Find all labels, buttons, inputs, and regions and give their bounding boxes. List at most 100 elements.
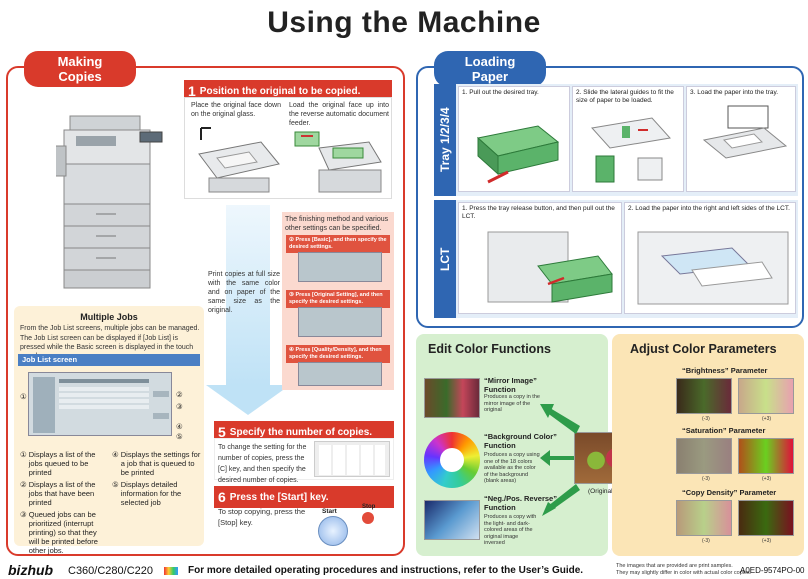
substep-basic: ② Press [Basic], and then specify the de… <box>286 235 390 253</box>
start-key-icon <box>318 516 348 546</box>
quality-density-screen-illustration <box>298 362 382 386</box>
making-copies-tab: Making Copies <box>24 51 136 87</box>
tray-step-1-text: 1. Pull out the desired tray. <box>462 89 539 96</box>
tray-label: Tray 1/2/3/4 <box>434 84 456 196</box>
lct-load-paper-illustration <box>637 231 789 305</box>
load-paper-tray-illustration <box>702 105 788 159</box>
lct-label: LCT <box>434 200 456 318</box>
job-list-row <box>59 405 149 409</box>
callout-1: ① <box>20 392 27 401</box>
stop-key-icon <box>362 512 374 524</box>
step-1-header: 1 Position the original to be copied. <box>184 80 392 102</box>
job-list-screen-illustration <box>28 372 172 436</box>
legend-text: Displays the settings for a job that is … <box>120 450 201 477</box>
page-title: Using the Machine <box>267 6 541 39</box>
flow-arrow-head <box>206 385 290 415</box>
step-6-header: 6 Press the [Start] key. <box>214 486 394 508</box>
tray-step-3-text: 3. Load the paper into the tray. <box>690 89 779 96</box>
color-wheel-center <box>440 448 464 472</box>
saturation-plus-sample <box>738 438 794 474</box>
callout-2: ② <box>176 390 183 399</box>
job-list-row <box>59 393 149 397</box>
multiple-jobs-title: Multiple Jobs <box>80 312 138 322</box>
copy-density-minus-sample <box>676 500 732 536</box>
brightness-minus-sample <box>676 378 732 414</box>
callout-5: ⑤ <box>176 432 183 441</box>
copy-density-minus-label: (-3) <box>702 538 710 544</box>
saturation-label: “Saturation” Parameter <box>682 426 766 435</box>
lct-pull-illustration <box>487 231 613 303</box>
job-list-row <box>59 387 149 391</box>
step-1-adf-text: Load the original face up into the rever… <box>289 102 389 127</box>
original-glass-illustration <box>198 127 280 193</box>
edit-color-title: Edit Color Functions <box>428 342 551 356</box>
tray-pull-illustration <box>476 125 560 184</box>
copy-density-plus-sample <box>738 500 794 536</box>
substep-original-setting: ③ Press [Original Setting], and then spe… <box>286 290 390 308</box>
step-1-glass-text: Place the original face down on the orig… <box>191 102 281 118</box>
keypad-illustration <box>314 441 390 477</box>
color-stripe-icon <box>164 567 178 575</box>
bizhub-logo: bizhub <box>8 562 54 578</box>
keypad-keys <box>319 445 385 475</box>
step-1-number: 1 <box>188 83 196 99</box>
job-list-row <box>59 399 149 403</box>
brightness-plus-label: (+3) <box>762 416 772 422</box>
step-5-text: To change the setting for the number of … <box>218 444 307 484</box>
mirror-image-label: “Mirror Image” Function <box>484 376 537 394</box>
footer-note-1: The images that are provided are print s… <box>616 563 733 569</box>
legend-text: Queued jobs can be prioritized (interrup… <box>28 510 98 555</box>
substep-basic-text: Press [Basic], and then specify the desi… <box>289 237 387 250</box>
model-numbers: C360/C280/C220 <box>68 565 154 577</box>
legend-number: ④ <box>112 450 119 459</box>
neg-pos-desc: Produces a copy with the light- and dark… <box>484 514 537 546</box>
saturation-minus-label: (-3) <box>702 476 710 482</box>
legend-number: ③ <box>20 510 27 519</box>
lct-step-1-text: 1. Press the tray release button, and th… <box>462 205 615 220</box>
document-code: A0ED-9574PO-00 <box>740 566 805 575</box>
adjust-color-title: Adjust Color Parameters <box>630 342 777 356</box>
stop-label: Stop <box>362 504 376 510</box>
job-list-header-row <box>59 379 149 383</box>
step-1-body: Place the original face down on the orig… <box>184 97 392 199</box>
step-1-title: Position the original to be copied. <box>199 85 361 97</box>
footer-instructions: For more detailed operating procedures a… <box>188 565 584 576</box>
mirror-image-sample <box>424 378 480 418</box>
job-list-sidebar <box>33 377 55 433</box>
substep-quality-density-text: Press [Quality/Density], and then specif… <box>289 347 382 360</box>
flow-arrow <box>226 205 270 385</box>
legend-text: Displays a list of the jobs that have be… <box>28 480 96 507</box>
step-6-text: To stop copying, press the [Stop] key. <box>218 507 306 527</box>
substep-original-setting-text: Press [Original Setting], and then speci… <box>289 292 383 305</box>
brightness-label: “Brightness” Parameter <box>682 366 768 375</box>
substep-quality-density: ④ Press [Quality/Density], and then spec… <box>286 345 390 363</box>
loading-paper-tab: Loading Paper <box>434 51 546 87</box>
step-5-header: 5 Specify the number of copies. <box>214 421 394 443</box>
footer-note-2: They may slightly differ in color with a… <box>616 570 752 576</box>
start-label: Start <box>322 508 337 515</box>
step-6-number: 6 <box>218 489 226 505</box>
legend-text: Displays detailed information for the se… <box>120 480 182 507</box>
step-6-title: Press the [Start] key. <box>229 491 329 503</box>
job-list-screen-bar: Job List screen <box>18 354 200 366</box>
finishing-text: The finishing method and various other s… <box>285 216 389 232</box>
brightness-minus-label: (-3) <box>702 416 710 422</box>
neg-pos-label: “Neg./Pos. Reverse” Function <box>484 494 557 512</box>
background-color-desc: Produces a copy using one of the 18 colo… <box>484 452 540 484</box>
original-setting-screen-illustration <box>298 307 382 337</box>
print-copies-text: Print copies at full size with the same … <box>208 271 280 314</box>
copy-density-label: “Copy Density” Parameter <box>682 488 777 497</box>
legend-number: ② <box>20 480 27 489</box>
lateral-guides-illustration <box>591 117 671 183</box>
brightness-plus-sample <box>738 378 794 414</box>
function-arrows <box>540 404 580 516</box>
step-5-title: Specify the number of copies. <box>229 426 373 438</box>
legend-number: ① <box>20 450 27 459</box>
tray-step-2-text: 2. Slide the lateral guides to fit the s… <box>576 89 674 104</box>
